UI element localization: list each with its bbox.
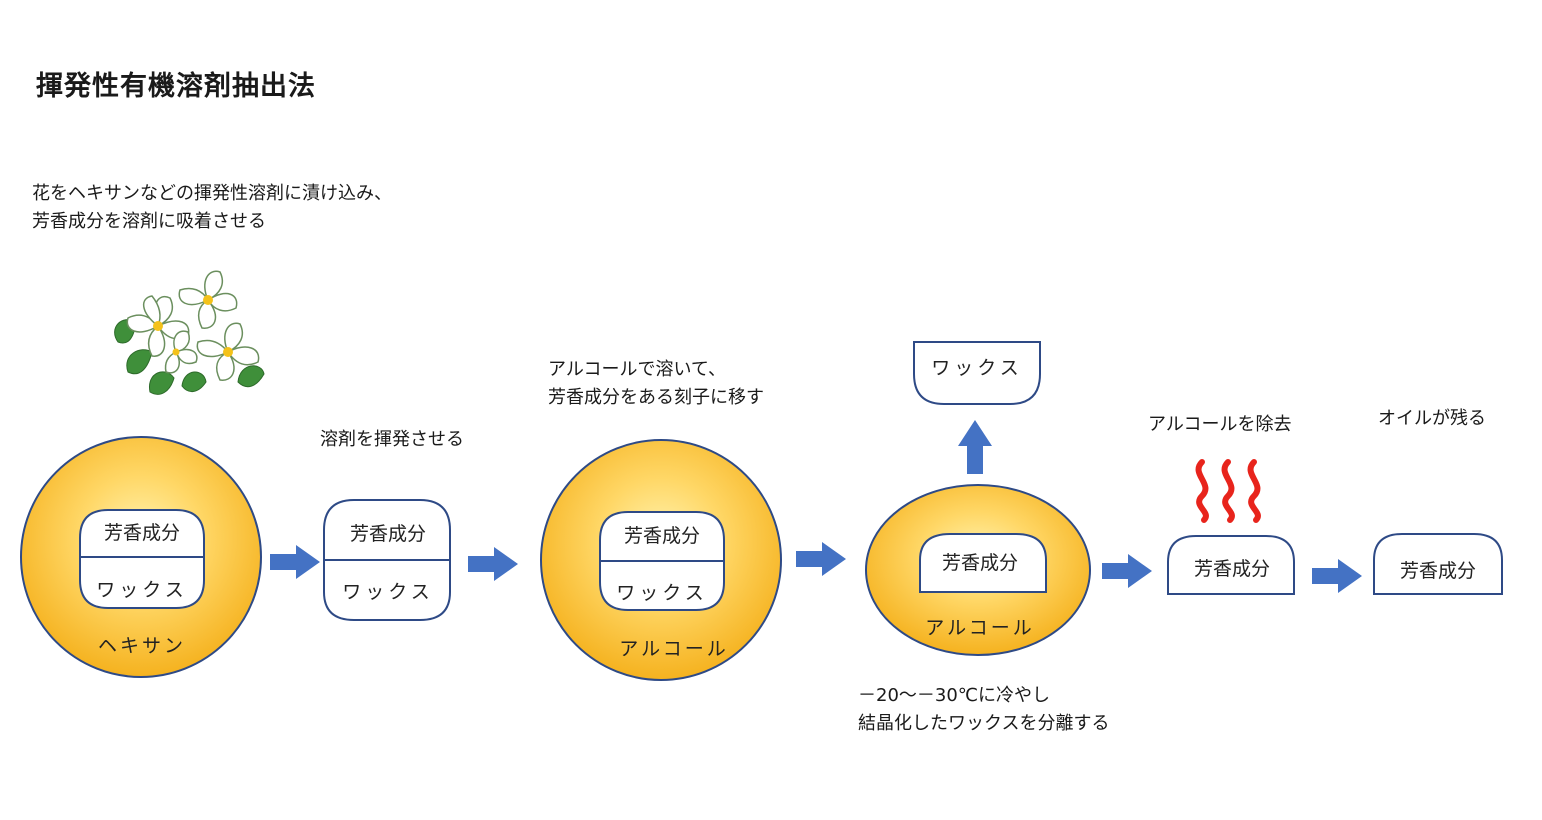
wax-label: ワックス [342, 581, 433, 603]
aroma-label: 芳香成分 [1400, 560, 1476, 582]
page-title: 揮発性有機溶剤抽出法 [36, 71, 316, 102]
aroma-label: 芳香成分 [350, 523, 426, 545]
aroma-label: 芳香成分 [1194, 558, 1270, 580]
cooled-alcohol-ellipse: 芳香成分 アルコール [865, 484, 1091, 656]
alcohol-label: アルコール [619, 638, 728, 660]
caption-step1: 花をヘキサンなどの揮発性溶剤に漬け込み、 芳香成分を溶剤に吸着させる [32, 180, 392, 236]
arrow-right-icon [796, 542, 846, 576]
wax-label: ワックス [96, 579, 187, 601]
arrow-right-icon [1102, 554, 1152, 588]
caption-step6: オイルが残る [1378, 405, 1486, 433]
caption-step1-line1: 花をヘキサンなどの揮発性溶剤に漬け込み、 [32, 183, 392, 204]
caption-step2: 溶剤を揮発させる [320, 426, 464, 454]
caption-step3-line2: 芳香成分をある刻子に移す [548, 387, 764, 408]
wax-box: ワックス [913, 341, 1041, 405]
aroma-label: 芳香成分 [942, 552, 1018, 574]
wax-label: ワックス [931, 357, 1022, 379]
flower-icon [114, 270, 265, 395]
arrow-up-icon [958, 420, 992, 474]
caption-step6-line1: オイルが残る [1378, 408, 1486, 429]
caption-step3-line1: アルコールで溶いて、 [548, 359, 727, 380]
caption-step5-line1: アルコールを除去 [1148, 414, 1292, 435]
caption-step1-line2: 芳香成分を溶剤に吸着させる [32, 211, 266, 232]
concrete-box: 芳香成分 ワックス [323, 499, 451, 621]
arrow-right-icon [270, 545, 320, 579]
oil-box: 芳香成分 [1373, 533, 1503, 595]
heat-icon [1195, 459, 1261, 523]
caption-step4-line1: －20～－30℃に冷やし [858, 685, 1051, 706]
aroma-label: 芳香成分 [624, 525, 700, 547]
caption-step5: アルコールを除去 [1148, 411, 1291, 439]
caption-step4: －20～－30℃に冷やし 結晶化したワックスを分離する [858, 682, 1109, 738]
arrow-right-icon [1312, 559, 1362, 593]
hexane-label: ヘキサン [98, 635, 186, 657]
aroma-box-heated: 芳香成分 [1167, 535, 1295, 595]
alcohol-circle: 芳香成分 ワックス アルコール [540, 439, 782, 681]
caption-step3: アルコールで溶いて、 芳香成分をある刻子に移す [548, 356, 764, 412]
arrow-right-icon [468, 547, 518, 581]
caption-step4-line2: 結晶化したワックスを分離する [858, 713, 1110, 734]
aroma-label: 芳香成分 [104, 522, 180, 544]
hexane-circle: 芳香成分 ワックス ヘキサン [20, 436, 262, 678]
alcohol-label: アルコール [925, 617, 1034, 639]
wax-label: ワックス [616, 582, 707, 604]
caption-step2-line1: 溶剤を揮発させる [320, 429, 464, 450]
